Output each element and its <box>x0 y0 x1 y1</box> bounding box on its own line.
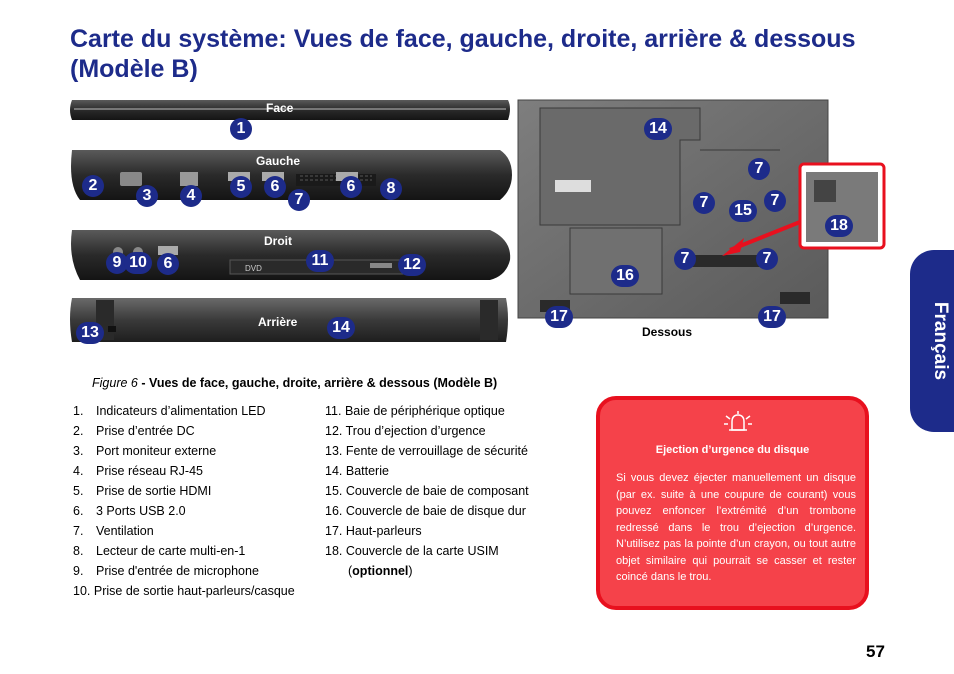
callout-14b: 14 <box>644 118 672 140</box>
list-item: 3.Port moniteur externe <box>73 444 217 458</box>
figure-caption-prefix: Figure 6 <box>92 376 138 390</box>
callout-6a: 6 <box>264 176 286 198</box>
list-item: 12. Trou d’ejection d’urgence <box>325 424 486 438</box>
list-item: 9.Prise d'entrée de microphone <box>73 564 259 578</box>
arriere-label: Arrière <box>258 315 298 329</box>
list-item: 5.Prise de sortie HDMI <box>73 484 212 498</box>
list-item: 13. Fente de verrouillage de sécurité <box>325 444 528 458</box>
callout-13: 13 <box>76 322 104 344</box>
callout-11: 11 <box>306 250 334 272</box>
legend-list-right: 11. Baie de périphérique optique 12. Tro… <box>325 403 529 583</box>
callout-14a: 14 <box>327 317 355 339</box>
laptop-views-illustration: DVD <box>70 99 886 342</box>
list-item: (optionnel) <box>348 564 413 578</box>
system-map-figure: DVD Face Gauche Droit Arriè <box>70 99 886 344</box>
callout-7a: 7 <box>288 189 310 211</box>
callout-6c: 6 <box>157 253 179 275</box>
list-item: 14. Batterie <box>325 464 389 478</box>
callout-18: 18 <box>825 215 853 237</box>
list-item: 10. Prise de sortie haut-parleurs/casque <box>73 584 295 598</box>
list-item: 16. Couvercle de baie de disque dur <box>325 504 526 518</box>
list-item: 2.Prise d’entrée DC <box>73 424 195 438</box>
droit-label: Droit <box>264 234 292 248</box>
callout-12: 12 <box>398 254 426 276</box>
list-item: 15. Couvercle de baie de composant <box>325 484 529 498</box>
list-item: 6.3 Ports USB 2.0 <box>73 504 186 518</box>
list-item: 11. Baie de périphérique optique <box>325 404 505 418</box>
callout-15: 15 <box>729 200 757 222</box>
front-view <box>70 100 510 120</box>
callout-7d: 7 <box>764 190 786 212</box>
callout-6b: 6 <box>340 176 362 198</box>
warning-body: Si vous devez éjecter manuellement un di… <box>616 472 856 583</box>
gauche-label: Gauche <box>256 154 301 168</box>
callout-17b: 17 <box>758 306 786 328</box>
callout-7b: 7 <box>748 158 770 180</box>
warning-box: Ejection d’urgence du disque Si vous dev… <box>596 396 869 610</box>
svg-text:DVD: DVD <box>245 264 262 273</box>
callout-9: 9 <box>106 252 128 274</box>
list-item: 1.Indicateurs d’alimentation LED <box>73 404 266 418</box>
list-item: 17. Haut-parleurs <box>325 524 422 538</box>
callout-7e: 7 <box>674 248 696 270</box>
warning-title: Ejection d’urgence du disque <box>655 444 810 456</box>
callout-7f: 7 <box>756 248 778 270</box>
dessous-label: Dessous <box>642 325 693 339</box>
page-number: 57 <box>866 642 885 661</box>
language-tab: Français <box>910 250 954 432</box>
callout-5: 5 <box>230 176 252 198</box>
callout-1: 1 <box>230 118 252 140</box>
callout-2: 2 <box>82 175 104 197</box>
callout-16: 16 <box>611 265 639 287</box>
list-item: 4.Prise réseau RJ-45 <box>73 464 203 478</box>
legend-list-left: 1.Indicateurs d’alimentation LED 2.Prise… <box>73 403 295 603</box>
page-title: Carte du système: Vues de face, gauche, … <box>70 25 856 83</box>
figure-caption: Figure 6 - Vues de face, gauche, droite,… <box>92 376 497 390</box>
callout-3: 3 <box>136 185 158 207</box>
face-label: Face <box>266 101 294 115</box>
callout-7c: 7 <box>693 192 715 214</box>
list-item: 7.Ventilation <box>73 524 154 538</box>
callout-17a: 17 <box>545 306 573 328</box>
alarm-bell-icon <box>724 411 752 431</box>
list-item: 8.Lecteur de carte multi-en-1 <box>73 544 246 558</box>
list-item: 18. Couvercle de la carte USIM <box>325 544 499 558</box>
callout-10: 10 <box>124 252 152 274</box>
figure-caption-text: - Vues de face, gauche, droite, arrière … <box>137 376 498 390</box>
callout-4: 4 <box>180 185 202 207</box>
callout-8: 8 <box>380 178 402 200</box>
